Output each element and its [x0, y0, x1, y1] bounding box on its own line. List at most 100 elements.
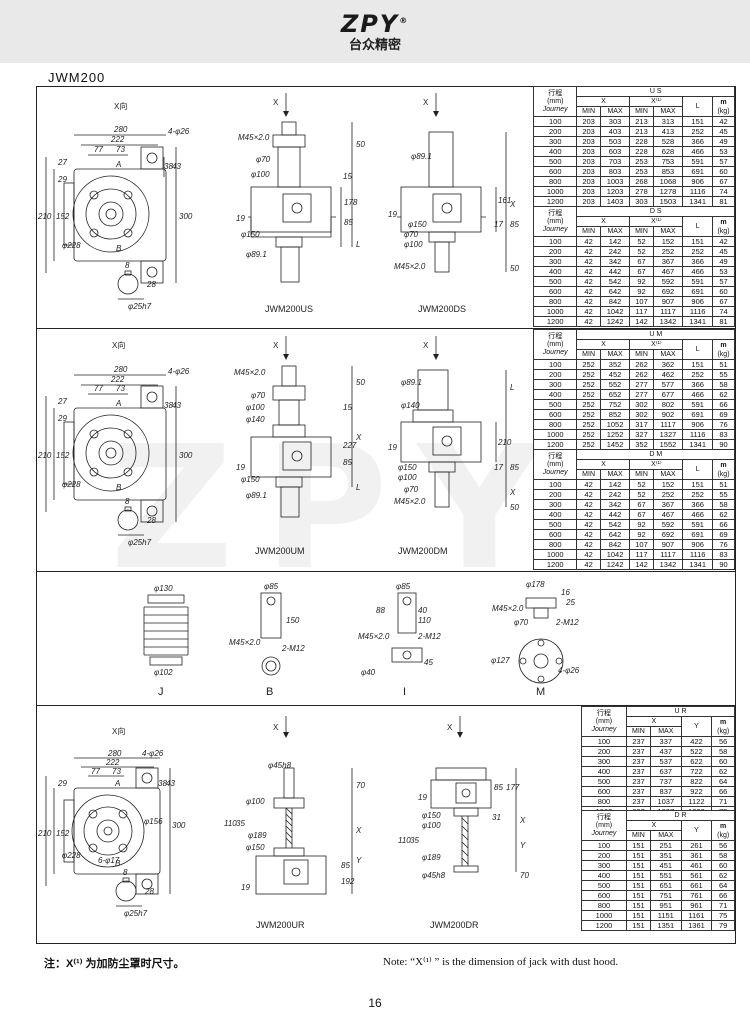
table-cell: 252: [576, 389, 601, 400]
dim-178: 178: [344, 198, 358, 207]
label-a: A: [115, 160, 121, 169]
table-cell: 366: [682, 379, 714, 390]
table-cell: 906: [682, 539, 714, 550]
table-cell: 800: [532, 296, 578, 307]
col-min: MIN: [629, 106, 654, 117]
col-max: MAX: [599, 106, 631, 117]
table-cell: 837: [649, 786, 682, 797]
dim-holes: 4-φ26: [168, 367, 190, 376]
dim-43: 43: [172, 162, 181, 171]
table-cell: 252: [576, 429, 601, 440]
table-cell: 228: [629, 146, 654, 157]
stroke-unit: (mm): [547, 217, 564, 225]
dim-l: L: [356, 240, 360, 249]
col-mass: m(kg): [711, 716, 735, 737]
table-cell: 100: [532, 479, 578, 490]
table-cell: 500: [532, 276, 578, 287]
registered-mark: ®: [399, 16, 410, 25]
dim-8: 8: [125, 497, 130, 506]
table-cell: 603: [599, 146, 631, 157]
table-cell: 237: [625, 786, 651, 797]
section-divider: [36, 328, 736, 329]
col-min: MIN: [576, 349, 601, 360]
stroke-journey: Journey: [542, 105, 568, 113]
table-title: U S: [576, 86, 735, 97]
table-cell: 1116: [682, 306, 714, 317]
dim-28: 28: [146, 280, 156, 289]
dim-150: 150: [286, 616, 300, 625]
dim-85b: 85: [510, 220, 519, 229]
table-cell: 800: [532, 539, 578, 550]
table-cell: 822: [680, 776, 713, 787]
table-cell: 522: [680, 746, 713, 757]
caption-jwm200dr: JWM200DR: [430, 920, 479, 930]
table-cell: 951: [649, 900, 682, 911]
dim-19b: 19: [418, 793, 427, 802]
table-cell: 42: [576, 509, 601, 520]
table-cell: 1503: [652, 196, 684, 207]
dim-x: X: [509, 200, 516, 209]
table-cell: 1552: [652, 439, 684, 450]
table-cell: 302: [629, 409, 654, 420]
table-cell: 200: [532, 246, 578, 257]
table-cell: 403: [599, 126, 631, 137]
col-x1: X⁽¹⁾: [629, 96, 684, 107]
col-max: MAX: [652, 106, 684, 117]
table-cell: 62: [711, 870, 735, 881]
table-cell: 67: [629, 499, 654, 510]
dim-d85: φ85: [264, 582, 279, 591]
label-x-arrow: X: [273, 341, 279, 350]
table-cell: 622: [680, 756, 713, 767]
table-cell: 42: [712, 236, 735, 247]
table-cell: 592: [652, 519, 684, 530]
caption-jwm200ur: JWM200UR: [256, 920, 305, 930]
table-cell: 262: [629, 359, 654, 370]
table-cell: 57: [712, 276, 735, 287]
table-cell: 42: [576, 559, 601, 570]
dim-m45b: M45×2.0: [394, 497, 426, 506]
caption-jwm200dm: JWM200DM: [398, 546, 448, 556]
dim-d140b: φ140: [401, 401, 420, 410]
table-cell: 1037: [649, 796, 682, 807]
dim-280: 280: [107, 749, 122, 758]
table-cell: 922: [680, 786, 713, 797]
dim-d100b: φ100: [398, 473, 417, 482]
table-cell: 591: [682, 519, 714, 530]
table-cell: 51: [712, 479, 735, 490]
table-cell: 1252: [599, 429, 631, 440]
company-name-cn: 台众精密: [348, 37, 401, 52]
dim-152: 152: [56, 829, 70, 838]
table-cell: 69: [712, 529, 735, 540]
table-cell: 1403: [599, 196, 631, 207]
dim-27: 27: [57, 397, 67, 406]
label-b: B: [116, 244, 122, 253]
dim-d150: φ150: [241, 230, 260, 239]
table-cell: 252: [576, 359, 601, 370]
label-x-arrow: X: [423, 98, 429, 107]
dim-yb: Y: [520, 841, 526, 850]
col-mass: m(kg): [712, 216, 735, 237]
table-cell: 252: [682, 126, 714, 137]
section-um-dm-drawings: X向 280 222 77 73 4-φ26 27 29 210 152 300…: [37, 336, 519, 547]
table-cell: 62: [711, 766, 735, 777]
table-cell: 152: [652, 236, 684, 247]
table-cell: 722: [680, 766, 713, 777]
dim-d100: φ100: [251, 170, 270, 179]
table-cell: 81: [712, 196, 735, 207]
table-cell: 67: [629, 256, 654, 267]
dim-d100: φ100: [246, 797, 265, 806]
mass-label: m: [720, 822, 727, 830]
table-cell: 83: [712, 549, 735, 560]
table-cell: 367: [652, 499, 684, 510]
caption-jwm200ds: JWM200DS: [418, 304, 467, 314]
table-cell: 45: [712, 126, 735, 137]
mass-unit: (kg): [717, 107, 730, 115]
table-cell: 600: [532, 166, 578, 177]
